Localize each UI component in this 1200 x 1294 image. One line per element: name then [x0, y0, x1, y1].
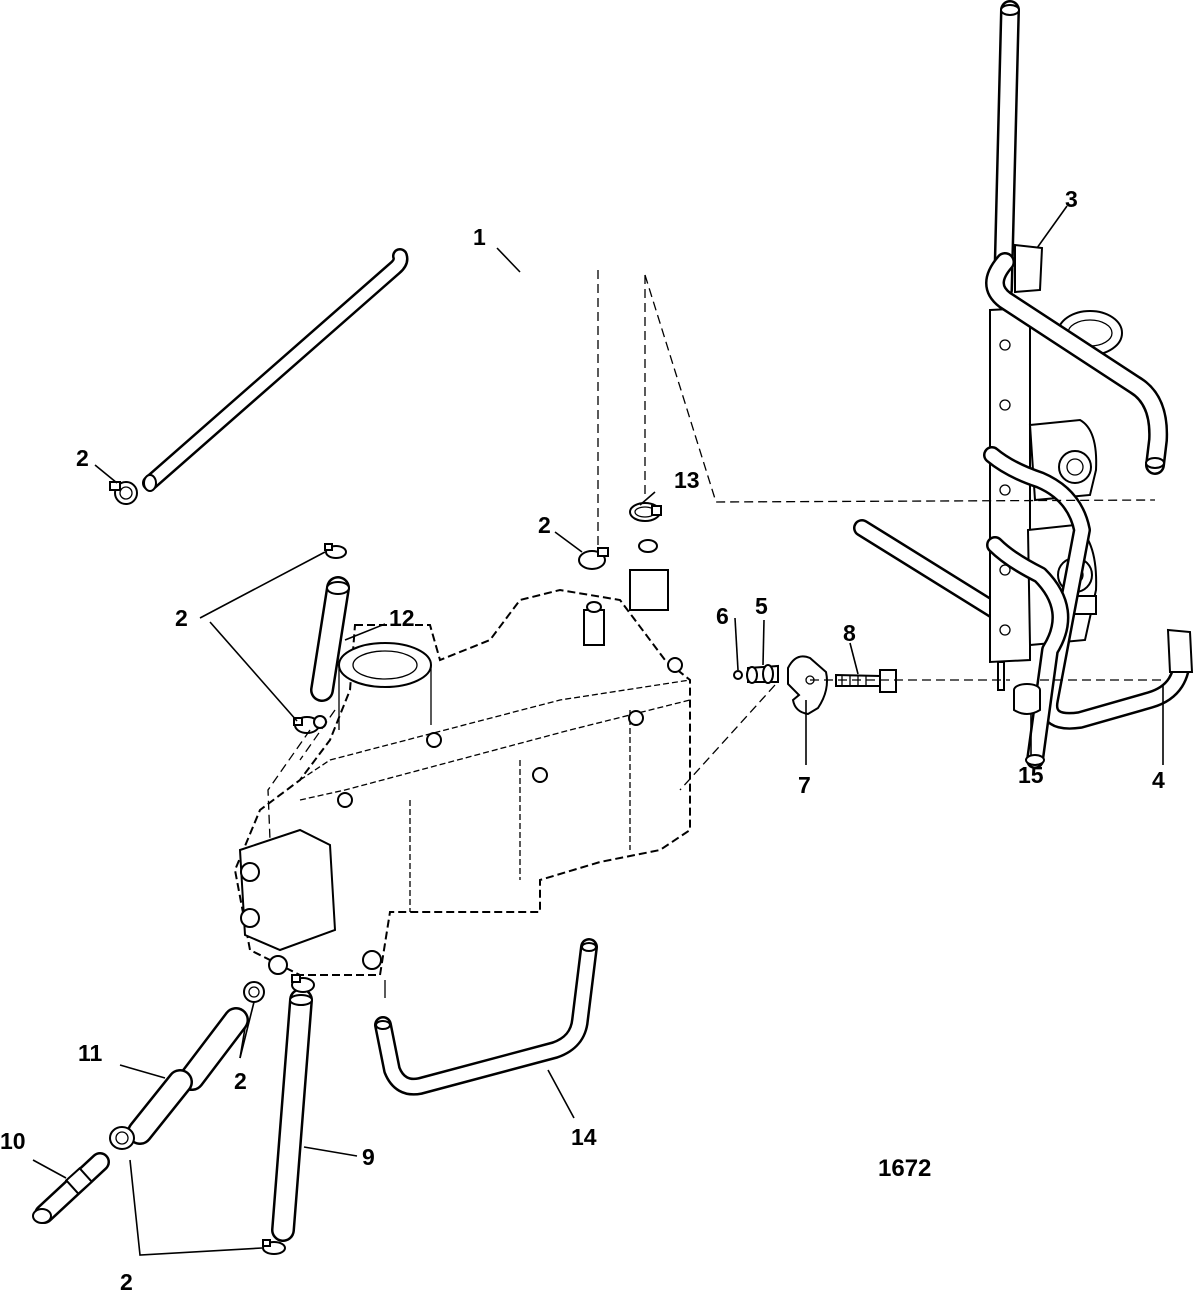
callout-11: 11	[78, 1040, 103, 1066]
callout-2-bottom: 2	[120, 1269, 133, 1294]
hose-3	[985, 243, 1169, 475]
alignment-lines	[267, 270, 1165, 841]
callout-12: 12	[389, 605, 415, 631]
callout-10: 10	[0, 1128, 26, 1154]
callout-8: 8	[843, 620, 856, 646]
retainer-7	[787, 655, 828, 716]
callout-14: 14	[571, 1124, 597, 1150]
clamp-2-hose12-bottom	[293, 716, 320, 734]
callout-4: 4	[1152, 767, 1165, 793]
hose-lower-pump	[986, 536, 1070, 769]
callout-13: 13	[674, 467, 700, 493]
callout-5: 5	[755, 593, 768, 619]
clamp-13	[629, 502, 662, 553]
leader-lines	[32, 205, 1164, 1256]
clamp-2-hose9-top	[291, 974, 315, 993]
fuel-tank-assembly	[233, 569, 691, 998]
screw-8	[835, 669, 897, 693]
callout-2-hose11: 2	[234, 1068, 247, 1094]
callout-9: 9	[362, 1144, 375, 1170]
callout-2-hose1: 2	[76, 445, 89, 471]
callout-3: 3	[1065, 186, 1078, 212]
fitting-10	[32, 1152, 110, 1224]
fitting-5	[746, 664, 779, 684]
callout-7: 7	[798, 772, 811, 798]
clamp-2-hose9-bottom	[262, 1239, 286, 1255]
hose-9	[271, 988, 313, 1242]
clamp-2-hose11-bottom	[109, 1126, 135, 1150]
figure-number: 1672	[878, 1155, 931, 1182]
clamp-2-left	[109, 481, 138, 505]
callout-2-hose12: 2	[175, 605, 188, 631]
clamp-2-hose12-top	[324, 543, 347, 559]
callout-15: 15	[1018, 762, 1044, 788]
hose-14	[374, 938, 598, 1096]
clamp-2-top	[578, 547, 609, 570]
callout-2-top: 2	[538, 512, 551, 538]
callout-labels: 1 2 2 2 2 2 3 4 5 6 7 8 9 10 11 12 13 14…	[0, 186, 1165, 1294]
clamp-2-hose11-top	[243, 981, 265, 1003]
sleeve-15	[1013, 683, 1041, 715]
hose-12	[310, 576, 350, 702]
callout-1: 1	[473, 224, 486, 250]
o-ring-6	[733, 670, 743, 680]
hose-11	[127, 1007, 249, 1145]
callout-6: 6	[716, 603, 729, 629]
hose-1	[142, 248, 409, 492]
